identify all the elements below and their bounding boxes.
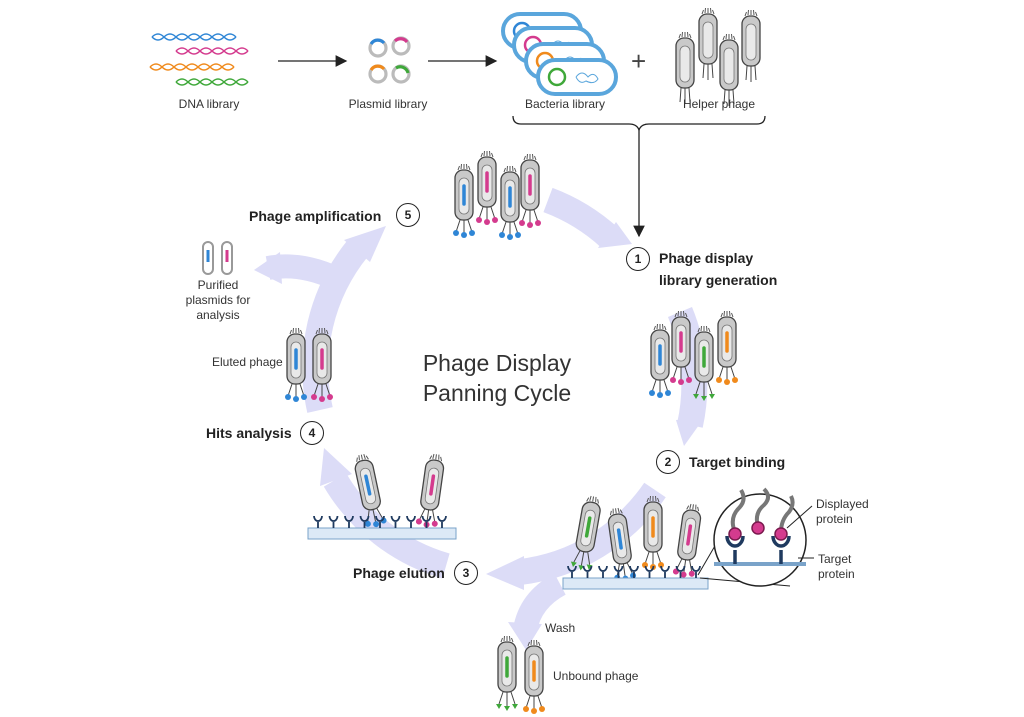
- step-4-label: Hits analysis: [206, 425, 292, 441]
- elution-plate: [307, 515, 457, 540]
- phage-icon: [693, 325, 715, 401]
- phage-icon: [670, 310, 692, 385]
- wash-label: Wash: [545, 621, 576, 635]
- step-3-label: Phage elution: [353, 565, 445, 581]
- target-receptor-icon: [567, 565, 577, 578]
- helper-phage-label: Helper phage: [682, 97, 756, 111]
- plasmid-library-icon: [368, 36, 411, 84]
- step-1-label-line1: Phage display: [659, 250, 754, 266]
- cycle-arrow-5-to-1: [543, 187, 619, 248]
- phage-icon: [716, 310, 738, 385]
- cycle-ring: [254, 187, 708, 650]
- cycle-title: Phage Display Panning Cycle: [423, 348, 571, 408]
- target-receptor-icon: [582, 565, 593, 578]
- bacteria-library-icon: [501, 12, 618, 96]
- displayed-protein-label-line1: Displayed: [816, 497, 869, 511]
- target-receptor-icon: [390, 515, 401, 528]
- cycle-title-line1: Phage Display: [422, 350, 572, 376]
- purified-label-line1: Purified: [197, 278, 239, 292]
- step-5-number: 5: [396, 203, 420, 227]
- binding-phage-group: [570, 494, 704, 582]
- purified-label-line3: analysis: [196, 308, 240, 322]
- step-2-number: 2: [656, 450, 680, 474]
- phage-icon: [311, 327, 333, 402]
- step-4-number: 4: [300, 421, 324, 445]
- target-receptor-icon: [675, 565, 686, 578]
- step-1-label-line2: library generation: [659, 272, 778, 288]
- phage-icon: [496, 635, 518, 711]
- phage-icon: [499, 165, 521, 240]
- target-protein-label-line2: protein: [818, 567, 855, 581]
- target-receptor-icon: [344, 515, 354, 528]
- step-3-number: 3: [454, 561, 478, 585]
- unbound-phage-label: Unbound phage: [553, 669, 639, 683]
- target-receptor-icon: [598, 565, 608, 578]
- target-receptor-icon: [629, 565, 639, 578]
- binding-plate: [562, 565, 709, 590]
- target-receptor-icon: [660, 565, 670, 578]
- target-receptor-icon: [421, 515, 432, 528]
- target-receptor-icon: [644, 565, 655, 578]
- phage-icon: [351, 452, 387, 528]
- target-receptor-icon: [406, 515, 416, 528]
- plus-sign: +: [631, 46, 647, 76]
- purified-plasmids-icon: [202, 241, 233, 275]
- target-receptor-icon: [437, 515, 447, 528]
- unbound-phage-group: [496, 635, 545, 714]
- phage-icon: [415, 452, 447, 528]
- cycle-arrow-2-to-3: [518, 482, 666, 585]
- target-receptor-icon: [691, 565, 701, 578]
- amplified-phage-group: [453, 150, 541, 240]
- target-receptor-icon: [313, 515, 323, 528]
- dna-library-icon: [149, 33, 249, 86]
- eluted-phage-label: Eluted phage: [212, 355, 283, 369]
- elution-phage-group: [351, 452, 447, 528]
- phage-icon: [519, 153, 541, 228]
- library-phage-group: [649, 310, 738, 401]
- dna-library-label: DNA library: [178, 97, 240, 111]
- target-receptor-icon: [375, 515, 385, 528]
- phage-icon: [453, 163, 475, 238]
- phage-icon: [285, 327, 307, 402]
- target-receptor-icon: [613, 565, 624, 578]
- plasmid-library-label: Plasmid library: [348, 97, 428, 111]
- phage-icon: [642, 495, 664, 570]
- phage-icon: [570, 494, 604, 571]
- zoom-inset: [697, 487, 814, 587]
- target-receptor-icon: [359, 515, 370, 528]
- purified-label-line2: plasmids for: [185, 293, 251, 307]
- step-1-number: 1: [626, 247, 650, 271]
- helper-phage-icon: [675, 7, 761, 106]
- bacteria-library-label: Bacteria library: [524, 97, 606, 111]
- eluted-phage-group: [285, 327, 333, 402]
- target-receptor-icon: [328, 515, 339, 528]
- phage-icon: [476, 150, 498, 225]
- phage-icon: [649, 323, 671, 398]
- phage-icon: [523, 639, 545, 714]
- displayed-protein-label-line2: protein: [816, 512, 853, 526]
- cycle-title-line2: Panning Cycle: [422, 380, 572, 406]
- step-2-label: Target binding: [689, 454, 786, 470]
- bracket: [512, 115, 766, 133]
- target-protein-label-line1: Target: [818, 552, 852, 566]
- step-5-label: Phage amplification: [249, 208, 382, 224]
